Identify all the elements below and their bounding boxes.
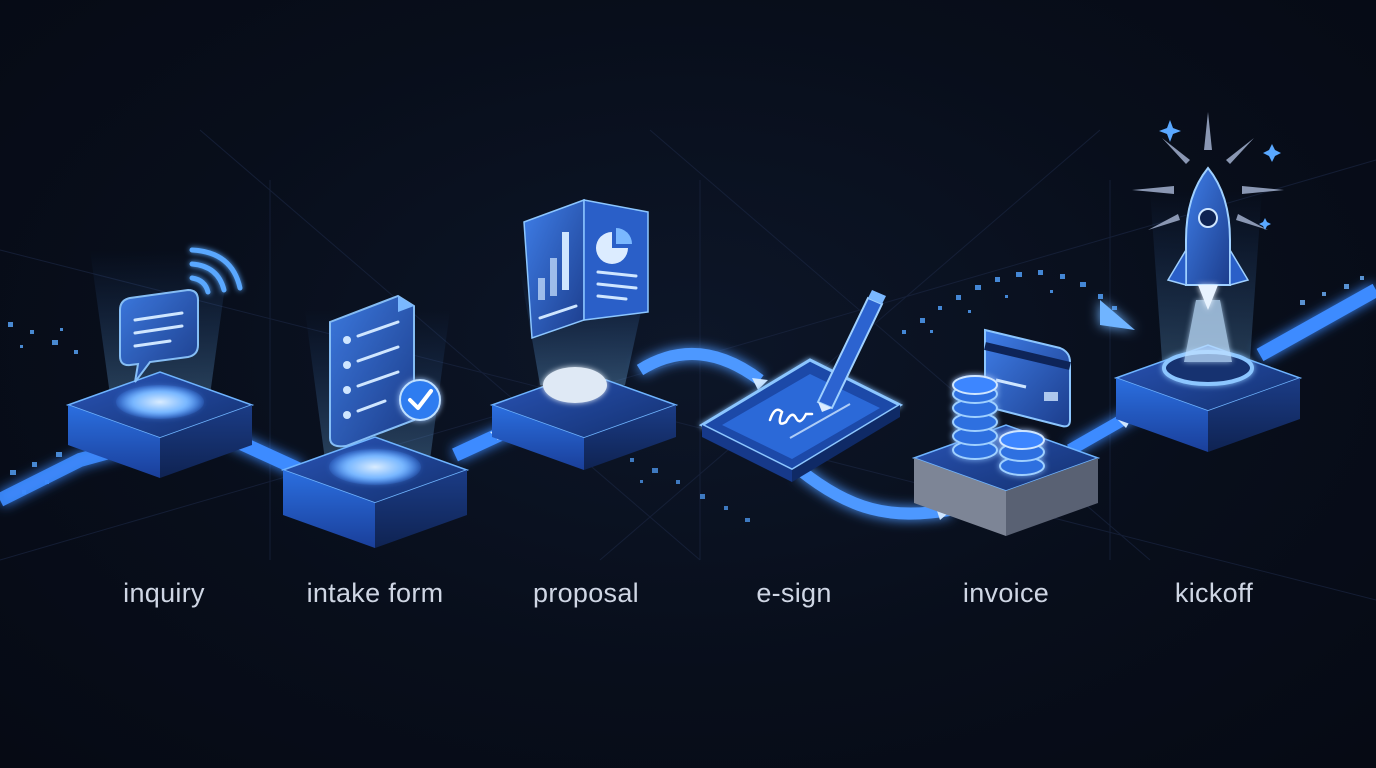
document-chart-icon [523, 198, 649, 340]
step-label-invoice: invoice [962, 578, 1050, 608]
step-inquiry [65, 247, 255, 478]
step-label-kickoff: kickoff [1174, 578, 1254, 608]
step-proposal [489, 198, 679, 470]
tablet-signature-icon [722, 374, 880, 459]
stylus-pen-icon [816, 290, 886, 412]
sparkle-icons [1159, 120, 1281, 230]
step-label-e-sign: e-sign [756, 578, 832, 608]
form-document-icon [329, 294, 415, 448]
data-stream-arc [902, 270, 1117, 334]
step-invoice [911, 328, 1101, 536]
signal-waves-icon [189, 247, 243, 295]
data-stream-middle [610, 448, 750, 522]
check-badge-icon [399, 379, 441, 421]
step-kickoff [1113, 112, 1303, 452]
data-stream-right [1300, 276, 1364, 305]
coin-stack-icon [952, 375, 1045, 476]
burst-rays-icon [1132, 112, 1284, 230]
chat-bubble-icon [119, 288, 199, 383]
credit-card-icon [984, 328, 1071, 428]
rocket-icon [1166, 166, 1250, 310]
step-intake-form [280, 294, 470, 548]
step-label-intake-form: intake form [306, 578, 444, 608]
step-label-inquiry: inquiry [123, 578, 205, 608]
step-label-proposal: proposal [533, 578, 639, 608]
step-e-sign [698, 290, 904, 482]
